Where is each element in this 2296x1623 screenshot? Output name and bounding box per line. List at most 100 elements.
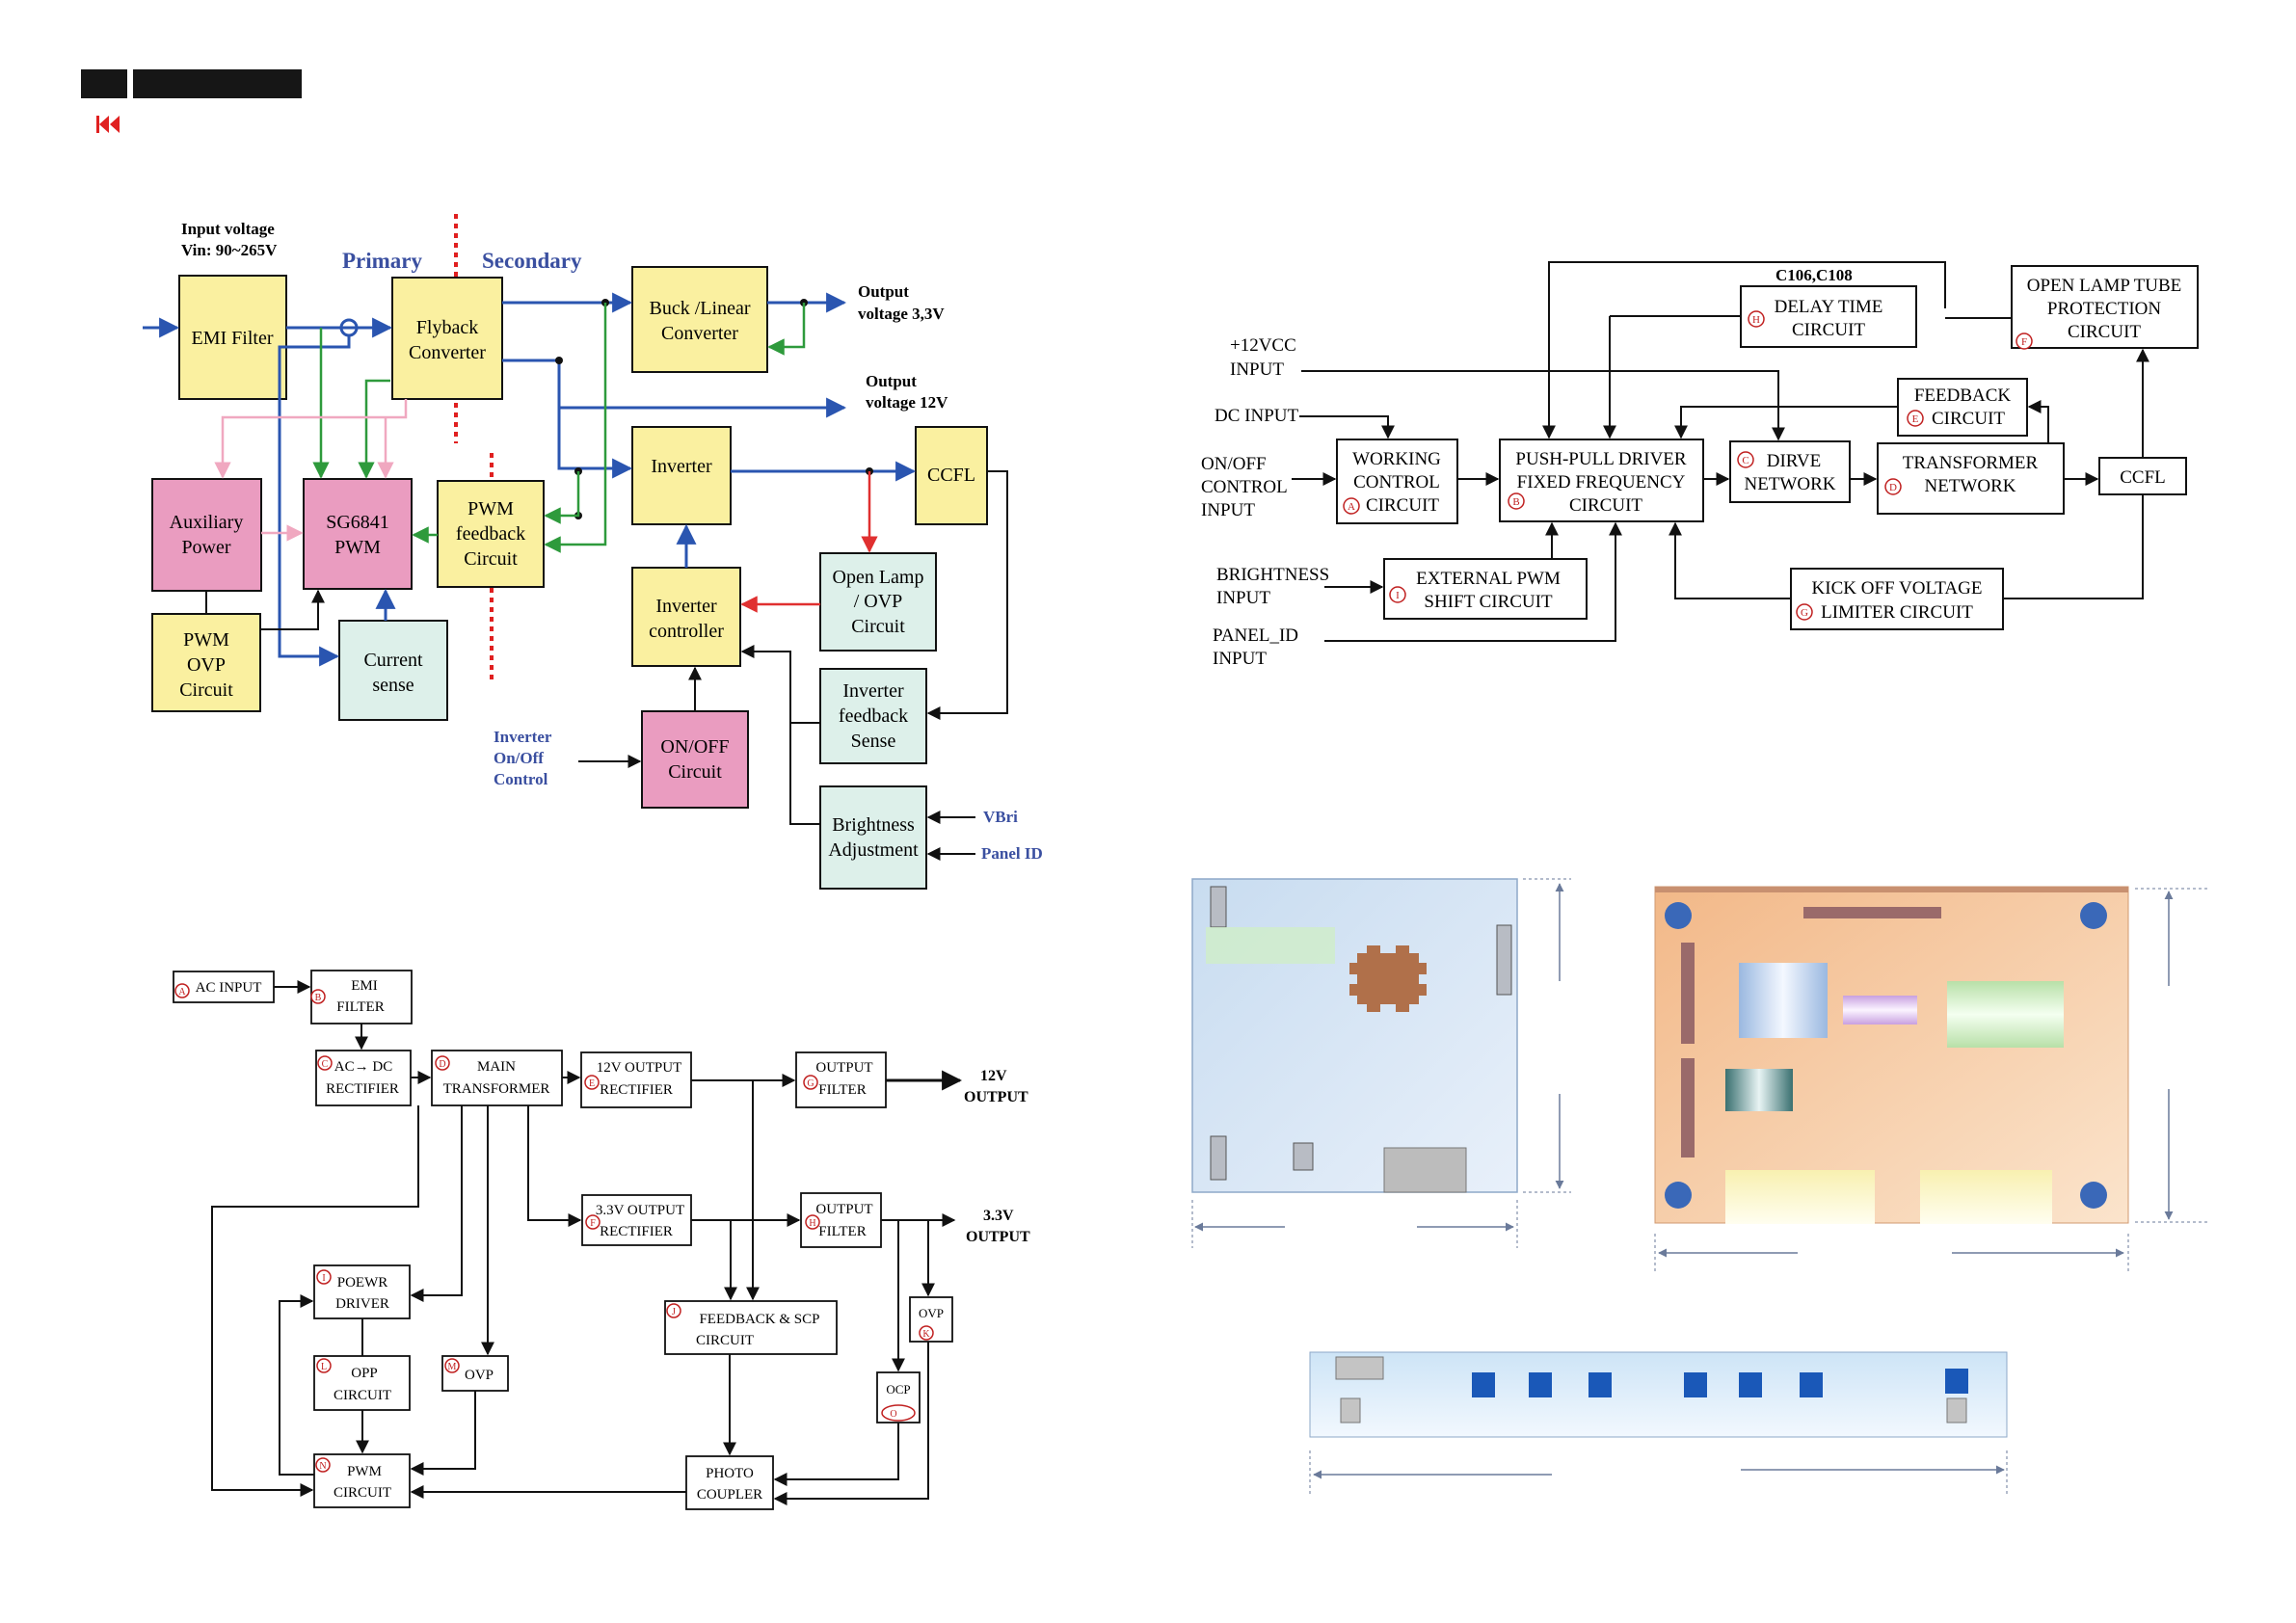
ovp-label: OVP xyxy=(465,1368,494,1383)
rect-loop xyxy=(211,1105,419,1497)
smps-marker-b-text: B xyxy=(315,993,322,1003)
delay-time-block xyxy=(1740,285,1917,348)
smps-marker-o-text: O xyxy=(890,1409,896,1420)
onoff-control-label-2: CONTROL xyxy=(1201,477,1288,497)
smps-marker-c xyxy=(317,1055,333,1071)
board-green-component xyxy=(1206,927,1335,964)
pwm-label-2: CIRCUIT xyxy=(334,1485,391,1501)
marker-h xyxy=(1748,310,1765,328)
emi-filter-label: EMI Filter xyxy=(192,328,274,349)
ext-pwm-label-1: EXTERNAL PWM xyxy=(1416,569,1561,589)
smps-marker-d-text: D xyxy=(439,1059,445,1070)
r33-label-1: 3.3V OUTPUT xyxy=(596,1203,684,1218)
marker-b xyxy=(1508,492,1525,510)
strip-key xyxy=(1529,1372,1552,1397)
header-bar-small xyxy=(81,69,127,98)
drive-label-1: DIRVE xyxy=(1767,451,1822,471)
transformer-label-1: TRANSFORMER xyxy=(1903,453,2039,473)
ovp-to-pwm xyxy=(410,1391,476,1476)
smps-marker-e xyxy=(584,1075,600,1090)
smps-flow-diagram: AC INPUT EMI FILTER AC→ DC RECTIFIER MAI… xyxy=(173,970,1030,1510)
smps-marker-j-text: J xyxy=(672,1307,676,1317)
inverter-controller-label-1: Inverter xyxy=(655,596,717,617)
marker-f-text: F xyxy=(2021,336,2027,348)
f12-label-2: FILTER xyxy=(818,1082,866,1098)
output-12v-label-2: OUTPUT xyxy=(964,1089,1028,1105)
opp-label-2: CIRCUIT xyxy=(334,1388,391,1403)
open-lamp-protection-block xyxy=(2011,265,2199,349)
current-sense-label-1: Current xyxy=(363,650,423,671)
driver-label-1: POEWR xyxy=(337,1275,388,1290)
buck-feedback-line xyxy=(767,303,806,356)
emi-smps-label-1: EMI xyxy=(351,978,378,994)
smps-marker-o xyxy=(881,1404,916,1422)
board-side-connector xyxy=(1681,943,1695,1044)
photo-label-2: COUPLER xyxy=(697,1487,762,1503)
strip-key xyxy=(1472,1372,1495,1397)
back-icon[interactable] xyxy=(94,114,121,135)
smps-marker-f xyxy=(585,1214,601,1230)
ccfl-to-feedback-line xyxy=(926,470,1008,720)
mounting-hole xyxy=(1665,902,1692,929)
feedback-label-2: CIRCUIT xyxy=(1932,409,2005,429)
output-33-label-2: voltage 3,3V xyxy=(858,305,945,323)
aux-feed-line xyxy=(214,399,408,479)
output-12-label-2: voltage 12V xyxy=(866,393,948,412)
marker-i-text: I xyxy=(1396,590,1400,601)
brightness-adjustment-block xyxy=(819,785,927,890)
ccfl-label: CCFL xyxy=(927,465,975,486)
inverter-controller-block xyxy=(631,567,741,667)
buck-label-2: Converter xyxy=(661,323,738,344)
current-sense-label-2: sense xyxy=(372,675,414,696)
vbri-label: VBri xyxy=(983,808,1018,826)
marker-h-text: H xyxy=(1752,314,1760,326)
inv-feedback-label-1: Inverter xyxy=(842,680,904,702)
board-side-connector xyxy=(1681,1058,1695,1157)
board-header xyxy=(1803,907,1941,918)
sg6841-label-1: SG6841 xyxy=(326,512,389,533)
marker-f xyxy=(2016,333,2033,350)
smps-marker-g xyxy=(803,1075,818,1090)
smps-marker-b xyxy=(310,989,326,1004)
secondary-label: Secondary xyxy=(482,249,582,273)
board-top-edge xyxy=(1655,887,2128,892)
board-illustrations xyxy=(1191,878,2207,1494)
photo-label-1: PHOTO xyxy=(706,1466,754,1481)
onoff-control-label-3: INPUT xyxy=(1201,500,1255,520)
marker-c-text: C xyxy=(1742,455,1749,466)
working-label-2: CONTROL xyxy=(1353,472,1440,492)
inverter-onoff-control-label-3: Control xyxy=(494,770,548,788)
open-lamp-tube-label-2: PROTECTION xyxy=(2047,299,2162,319)
push-label-1: PUSH-PULL DRIVER xyxy=(1515,449,1686,469)
delay-label-2: CIRCUIT xyxy=(1792,320,1865,340)
board-resistor xyxy=(1843,996,1917,1024)
transformer-network-block xyxy=(1877,442,2065,515)
smps-marker-k-text: K xyxy=(922,1329,930,1340)
ccfl-block xyxy=(915,426,988,525)
main-label-2: TRANSFORMER xyxy=(443,1081,550,1097)
smps-marker-m xyxy=(444,1358,460,1373)
smps-marker-l xyxy=(316,1358,332,1373)
board-inductor xyxy=(1947,981,2064,1048)
smps-marker-a xyxy=(174,983,190,998)
board-teal-capacitor xyxy=(1725,1069,1793,1111)
strip-key xyxy=(1945,1369,1968,1394)
buck-converter-block xyxy=(631,266,768,373)
open-lamp-ovp-block xyxy=(819,552,937,652)
ccfl-to-kick-line xyxy=(2003,494,2144,599)
brightness-input-label-2: INPUT xyxy=(1216,588,1270,608)
working-label-3: CIRCUIT xyxy=(1366,495,1439,516)
ovp2-label: OVP xyxy=(919,1306,944,1320)
marker-d xyxy=(1884,478,1902,495)
primary-label: Primary xyxy=(342,249,423,273)
board-transformer-pad xyxy=(1920,1170,2052,1224)
brightness-label-1: Brightness xyxy=(832,814,915,836)
rect-label-2: RECTIFIER xyxy=(326,1081,399,1097)
flyback-converter-block xyxy=(391,277,503,400)
onoff-circuit-block xyxy=(641,710,749,809)
inverter-board-orange xyxy=(1654,886,2129,1224)
power-board-blue xyxy=(1191,878,1518,1193)
smps-marker-m-text: M xyxy=(448,1362,457,1372)
marker-g-text: G xyxy=(1801,607,1808,619)
opp-label-1: OPP xyxy=(351,1366,378,1381)
